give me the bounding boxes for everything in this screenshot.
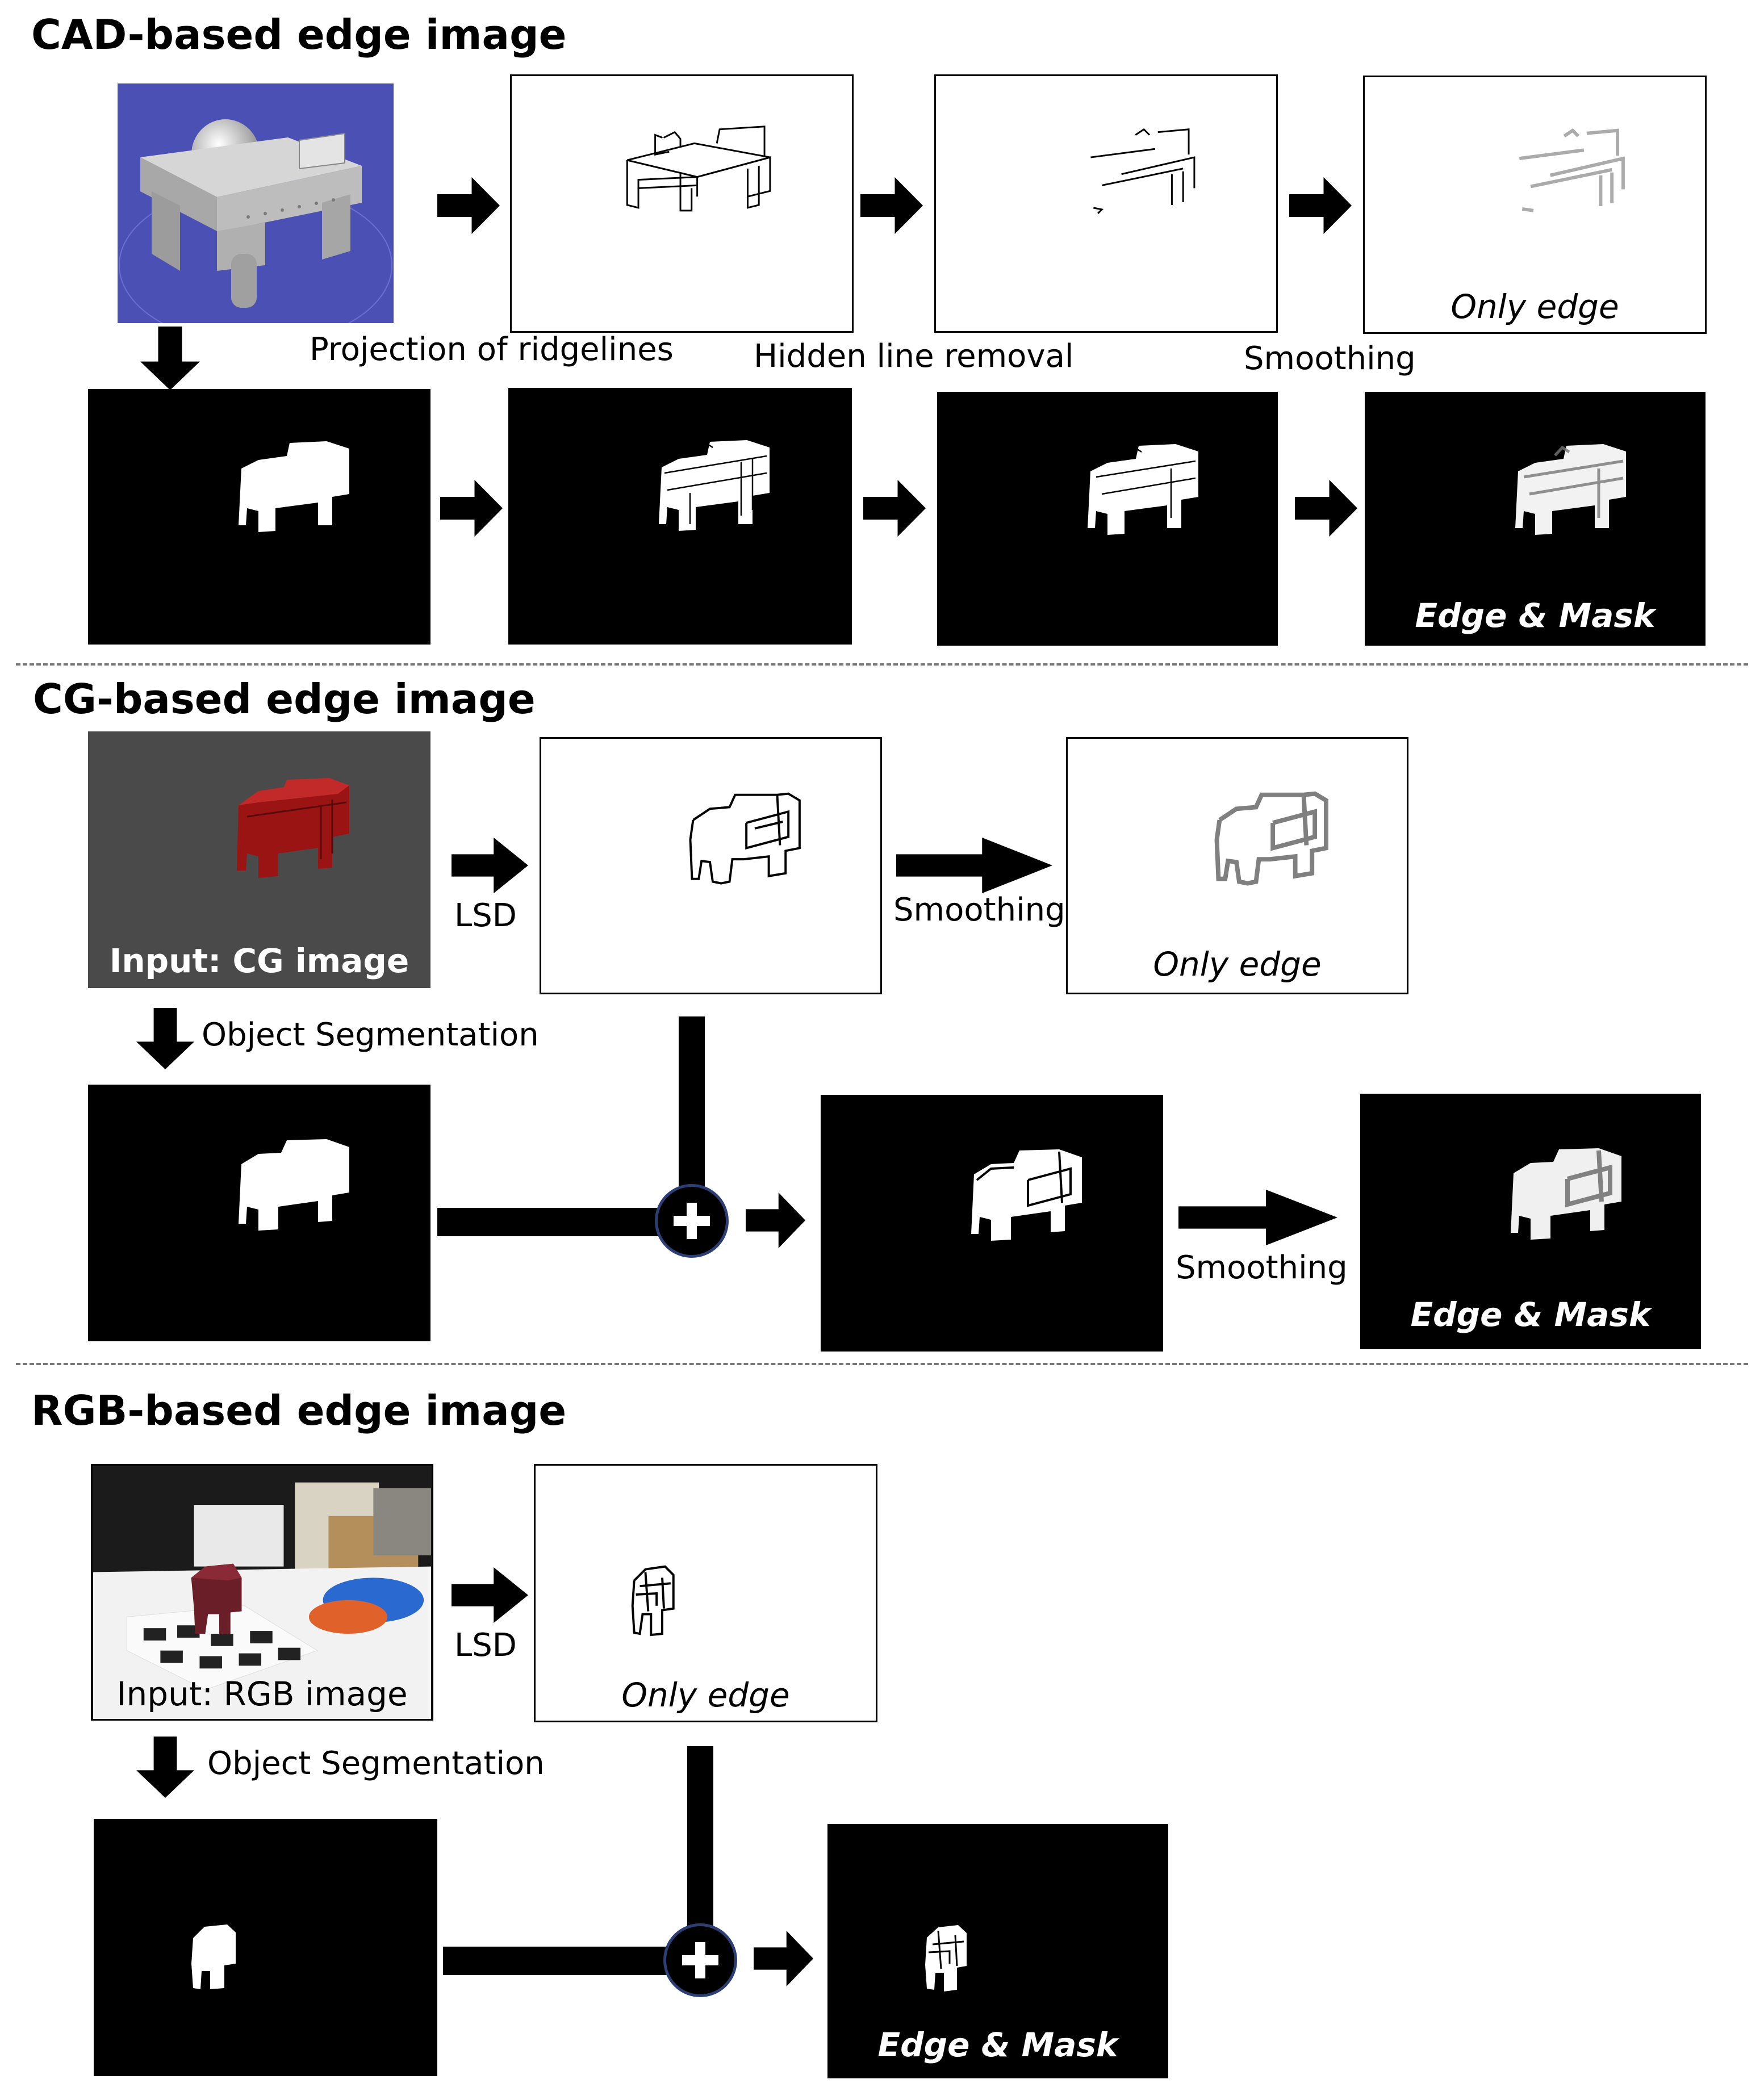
- cg-only-edge-panel: Only edge: [1066, 737, 1408, 994]
- right-arrow-icon: [452, 838, 528, 893]
- rgb-section-title: RGB-based edge image: [31, 1387, 567, 1434]
- cad-only-edge-label: Only edge: [1451, 287, 1619, 326]
- cad-mask-panel: [88, 389, 430, 645]
- rgb-edge-mask-panel: Edge & Mask: [827, 1824, 1168, 2078]
- cg-lsd-caption: LSD: [454, 897, 517, 934]
- down-arrow-icon: [136, 1737, 194, 1798]
- cg-segmentation-caption: Object Segmentation: [202, 1016, 539, 1053]
- right-arrow-icon: [437, 177, 500, 234]
- right-arrow-icon: [1178, 1190, 1337, 1245]
- rgb-only-edge-panel: Only edge: [534, 1464, 877, 1722]
- right-arrow-icon: [896, 838, 1052, 893]
- cad-section-title: CAD-based edge image: [31, 11, 567, 58]
- cg-smoothing-top-caption: Smoothing: [893, 892, 1065, 928]
- right-arrow-icon: [440, 480, 503, 537]
- section-divider: [16, 663, 1748, 666]
- rgb-mask-panel: [94, 1819, 437, 2076]
- rgb-input-image: Input: RGB image: [91, 1464, 433, 1721]
- cad-projection-panel: [510, 74, 854, 333]
- rgb-segmentation-caption: Object Segmentation: [207, 1745, 545, 1782]
- cad-edge-mask-panel: Edge & Mask: [1365, 392, 1706, 646]
- cg-vertical-connector: [679, 1016, 705, 1187]
- right-arrow-icon: [452, 1567, 528, 1623]
- right-arrow-icon: [754, 1931, 813, 1986]
- cg-horizontal-connector: [437, 1208, 659, 1236]
- cad-model-image: [118, 83, 394, 323]
- cad-projection-mask-panel: [508, 388, 852, 645]
- cg-input-image: Input: CG image: [88, 731, 430, 988]
- down-arrow-icon: [136, 1008, 194, 1069]
- cad-hidden-line-panel: [934, 74, 1278, 333]
- rgb-vertical-connector: [687, 1746, 713, 1931]
- cg-mask-panel: [88, 1085, 430, 1341]
- rgb-only-edge-label: Only edge: [621, 1676, 790, 1714]
- cg-only-edge-label: Only edge: [1153, 945, 1322, 984]
- cad-hidden-line-caption: Hidden line removal: [754, 338, 1074, 375]
- cad-smoothing-caption: Smoothing: [1244, 340, 1416, 377]
- cad-hidden-mask-panel: [937, 392, 1278, 646]
- rgb-edge-mask-label: Edge & Mask: [877, 2026, 1118, 2064]
- right-arrow-icon: [746, 1193, 805, 1248]
- cg-edge-mask-panel: Edge & Mask: [1360, 1094, 1701, 1349]
- cad-edge-mask-label: Edge & Mask: [1415, 596, 1656, 635]
- rgb-input-label: Input: RGB image: [116, 1675, 408, 1713]
- right-arrow-icon: [860, 177, 923, 234]
- right-arrow-icon: [1289, 177, 1352, 234]
- cg-section-title: CG-based edge image: [33, 675, 536, 723]
- plus-circle-icon: [663, 1923, 737, 1997]
- cg-smoothing-bottom-caption: Smoothing: [1176, 1249, 1348, 1286]
- cg-combined-panel: [821, 1095, 1163, 1352]
- cg-input-label: Input: CG image: [109, 942, 409, 980]
- cad-projection-caption: Projection of ridgelines: [310, 331, 674, 368]
- plus-circle-icon: [655, 1184, 729, 1258]
- down-arrow-icon: [140, 327, 200, 390]
- right-arrow-icon: [863, 480, 926, 537]
- section-divider: [16, 1363, 1748, 1365]
- rgb-horizontal-connector: [443, 1947, 667, 1975]
- right-arrow-icon: [1295, 480, 1357, 537]
- rgb-lsd-caption: LSD: [454, 1627, 517, 1664]
- cg-lsd-panel: [540, 737, 882, 994]
- cad-only-edge-panel: Only edge: [1363, 76, 1707, 334]
- cg-edge-mask-label: Edge & Mask: [1410, 1295, 1651, 1334]
